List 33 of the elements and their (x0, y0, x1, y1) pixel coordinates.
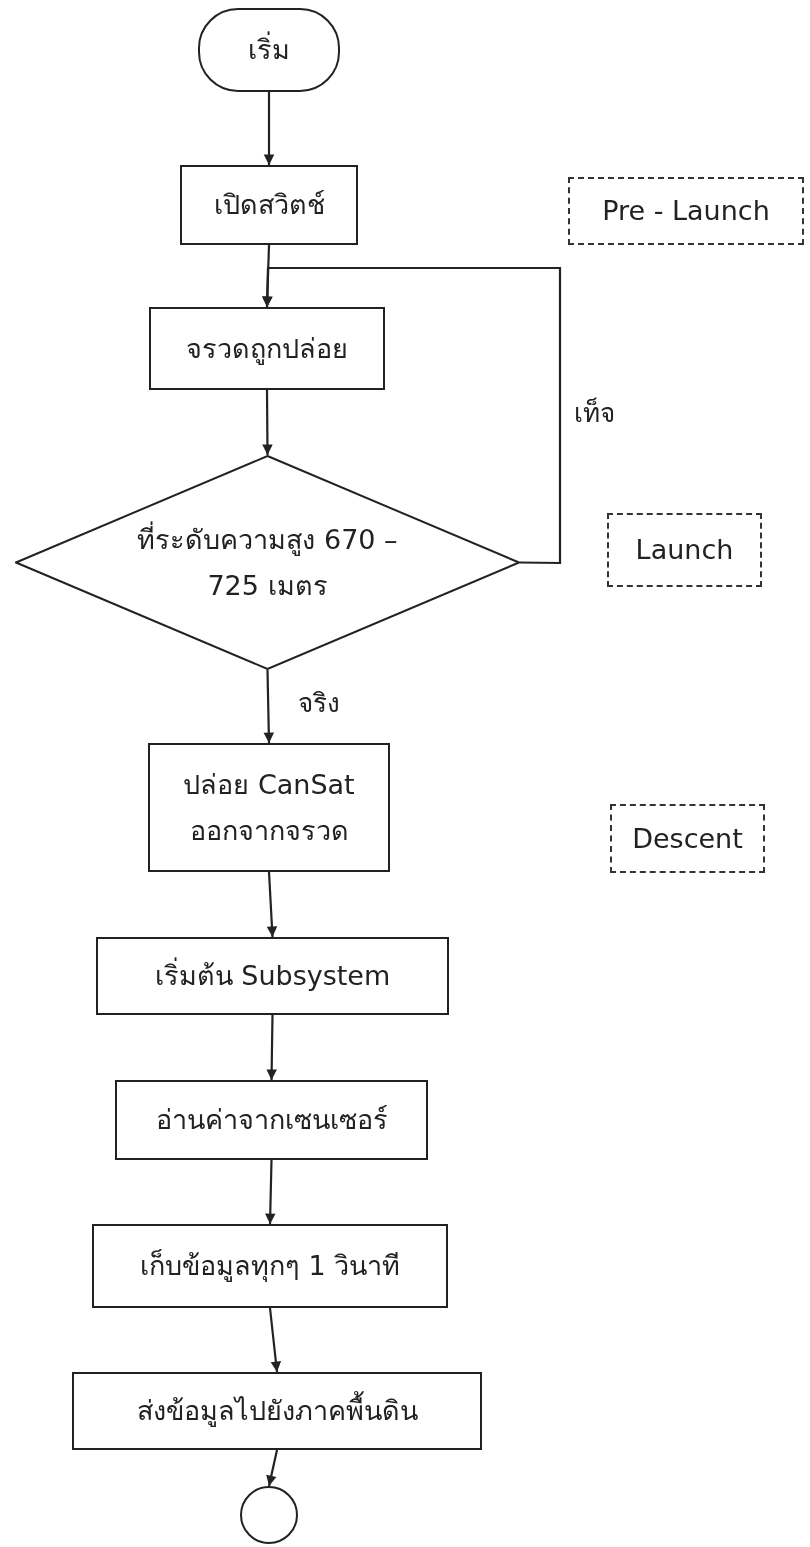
decision-diamond (15, 455, 520, 670)
process-box (148, 743, 390, 872)
arrow (266, 1449, 279, 1487)
node-text: ปล่อย CanSat ออกจากจรวด (182, 767, 356, 848)
process-box (96, 937, 449, 1015)
arrow (262, 390, 273, 456)
arrow (263, 669, 275, 744)
end-circle (240, 1486, 298, 1544)
phase-box (607, 513, 762, 587)
arrow (266, 871, 278, 938)
node-text: Descent (631, 821, 744, 856)
phase-box (610, 804, 765, 873)
node-text: เริ่มต้น Subsystem (146, 953, 399, 999)
phase-box (568, 177, 804, 245)
arrow (263, 92, 275, 166)
node-text: ที่ระดับความสูง 670 – 725 เมตร (136, 520, 399, 603)
arrow (265, 1159, 276, 1225)
node-text: ส่งข้อมูลไปยังภาคพื้นดิน (128, 1388, 426, 1434)
arrow (262, 266, 562, 565)
node-text: อ่านค่าจากเซนเซอร์ (154, 1103, 389, 1138)
process-box (115, 1080, 428, 1160)
process-box (72, 1372, 482, 1450)
node-text: Pre - Launch (601, 194, 771, 229)
process-box (180, 165, 358, 245)
arrow (268, 1307, 282, 1373)
node-text: เปิดสวิตช์ (212, 188, 326, 223)
arrow (266, 1015, 277, 1081)
process-box (92, 1224, 448, 1308)
node-text: เริ่ม (240, 27, 298, 73)
node-text: จรวดถูกปล่อย (185, 331, 349, 367)
node-text: Launch (634, 533, 735, 568)
node-text: เก็บข้อมูลทุกๆ 1 วินาที (138, 1248, 402, 1284)
process-box (149, 307, 385, 390)
